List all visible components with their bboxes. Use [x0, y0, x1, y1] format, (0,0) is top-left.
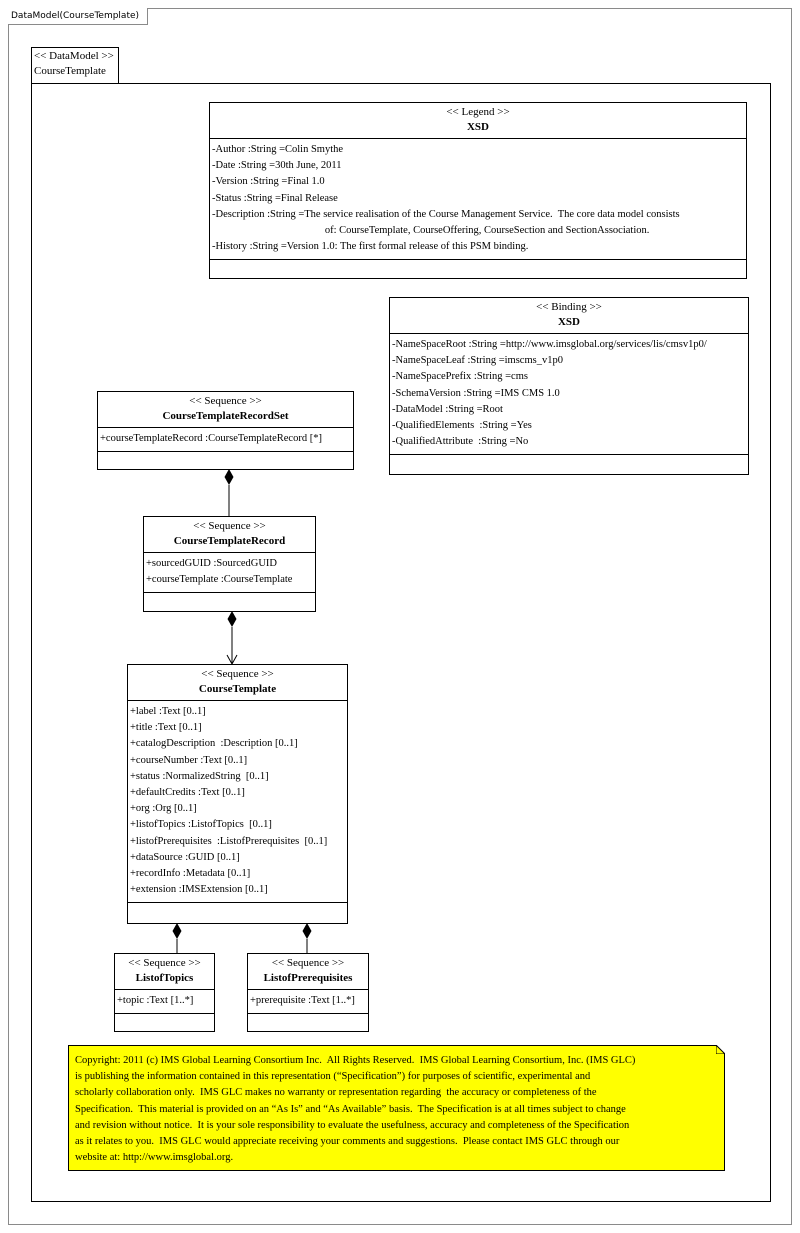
- class-name: CourseTemplate: [198, 683, 277, 695]
- attribute: +courseTemplate :CourseTemplate: [146, 574, 293, 586]
- attribute: -QualifiedAttribute :String =No: [392, 436, 529, 448]
- class-name: ListofTopics: [135, 972, 194, 984]
- attribute: +defaultCredits :Text [0..1]: [130, 787, 245, 799]
- class-header: << Binding >> XSD: [390, 298, 748, 334]
- note-line: as it relates to you. IMS GLC would appr…: [75, 1136, 620, 1148]
- note-line: is publishing the information contained …: [75, 1071, 591, 1083]
- class-header: << Sequence >> ListofPrerequisites: [248, 954, 368, 990]
- attribute: +sourcedGUID :SourcedGUID: [146, 558, 278, 569]
- class-stereotype: << Sequence >>: [193, 520, 266, 532]
- coursetemplate-class-box[interactable]: << Sequence >> CourseTemplate +label :Te…: [127, 664, 348, 924]
- composition-diamond-record: [227, 611, 237, 627]
- attribute: -Author :String =Colin Smythe: [212, 144, 344, 155]
- composition-diamond-topics: [172, 923, 182, 939]
- class-stereotype: << Binding >>: [536, 301, 602, 313]
- note-line: website at: http://www.imsglobal.org.: [75, 1152, 234, 1164]
- package-name: CourseTemplate: [34, 65, 106, 77]
- listoftopics-class-box[interactable]: << Sequence >> ListofTopics +topic :Text…: [114, 953, 215, 1032]
- composition-diamond-prerequisites: [302, 923, 312, 939]
- class-stereotype: << Sequence >>: [128, 957, 201, 969]
- attribute: +dataSource :GUID [0..1]: [130, 851, 240, 863]
- class-attributes: +courseTemplateRecord :CourseTemplateRec…: [98, 428, 353, 453]
- note-fold-corner: [716, 1045, 725, 1054]
- class-operations: [98, 452, 353, 469]
- class-attributes: -Author :String =Colin Smythe -Date :Str…: [210, 139, 746, 261]
- class-name: CourseTemplateRecordSet: [162, 410, 289, 422]
- note-line: Specification. This material is provided…: [75, 1103, 626, 1115]
- class-operations: [248, 1014, 368, 1031]
- package-tab: << DataModel >> CourseTemplate: [31, 47, 119, 83]
- attribute: of: CourseTemplate, CourseOffering, Cour…: [212, 225, 650, 237]
- attribute: +catalogDescription :Description [0..1]: [130, 738, 298, 750]
- attribute: +label :Text [0..1]: [130, 706, 206, 717]
- package-body: [31, 83, 771, 1202]
- note-line: scholarly collaboration only. IMS GLC ma…: [75, 1087, 597, 1099]
- composition-diamond-recordset: [224, 469, 234, 485]
- legend-class-box[interactable]: << Legend >> XSD -Author :String =Colin …: [209, 102, 747, 279]
- attribute: -Status :String =Final Release: [212, 192, 338, 204]
- class-attributes: +label :Text [0..1] +title :Text [0..1] …: [128, 701, 347, 904]
- attribute: -History :String =Version 1.0: The first…: [212, 241, 529, 253]
- class-operations: [128, 903, 347, 923]
- attribute: +extension :IMSExtension [0..1]: [130, 884, 268, 896]
- package-stereotype: << DataModel >>: [34, 50, 114, 62]
- attribute: +title :Text [0..1]: [130, 722, 202, 734]
- attribute: +recordInfo :Metadata [0..1]: [130, 868, 251, 880]
- attribute: +courseNumber :Text [0..1]: [130, 754, 248, 766]
- attribute: +status :NormalizedString [0..1]: [130, 770, 269, 782]
- note-line: Copyright: 2011 (c) IMS Global Learning …: [75, 1055, 636, 1066]
- class-stereotype: << Legend >>: [446, 106, 510, 118]
- copyright-note: Copyright: 2011 (c) IMS Global Learning …: [68, 1045, 725, 1171]
- class-attributes: +prerequisite :Text [1..*]: [248, 990, 368, 1015]
- class-stereotype: << Sequence >>: [271, 957, 345, 969]
- attribute: -NameSpaceRoot :String =http://www.imsgl…: [392, 339, 707, 350]
- class-header: << Sequence >> CourseTemplateRecordSet: [98, 392, 353, 428]
- attribute: +topic :Text [1..*]: [117, 995, 194, 1006]
- class-header: << Legend >> XSD: [210, 103, 746, 139]
- class-operations: [390, 455, 748, 474]
- class-header: << Sequence >> CourseTemplate: [128, 665, 347, 701]
- class-stereotype: << Sequence >>: [189, 395, 262, 407]
- binding-class-box[interactable]: << Binding >> XSD -NameSpaceRoot :String…: [389, 297, 749, 475]
- class-attributes: -NameSpaceRoot :String =http://www.imsgl…: [390, 334, 748, 456]
- attribute: -NameSpaceLeaf :String =imscms_v1p0: [392, 355, 563, 367]
- class-operations: [210, 260, 746, 278]
- note-line: and revision without notice. It is your …: [75, 1119, 630, 1131]
- attribute: -Date :String =30th June, 2011: [212, 160, 342, 172]
- class-attributes: +topic :Text [1..*]: [115, 990, 214, 1015]
- attribute: -Description :String =The service realis…: [212, 208, 680, 220]
- class-stereotype: << Sequence >>: [201, 668, 274, 680]
- attribute: +listofTopics :ListofTopics [0..1]: [130, 819, 272, 831]
- attribute: +listofPrerequisites :ListofPrerequisite…: [130, 835, 328, 847]
- class-attributes: +sourcedGUID :SourcedGUID +courseTemplat…: [144, 553, 315, 594]
- attribute: -QualifiedElements :String =Yes: [392, 420, 532, 432]
- attribute: -NameSpacePrefix :String =cms: [392, 371, 528, 383]
- class-name: XSD: [466, 121, 489, 133]
- class-operations: [115, 1014, 214, 1031]
- diagram-frame-title: DataModel(CourseTemplate): [8, 8, 149, 25]
- class-header: << Sequence >> ListofTopics: [115, 954, 214, 990]
- listofprerequisites-class-box[interactable]: << Sequence >> ListofPrerequisites +prer…: [247, 953, 369, 1032]
- attribute: +org :Org [0..1]: [130, 803, 197, 815]
- class-name: ListofPrerequisites: [263, 972, 353, 984]
- class-operations: [144, 593, 315, 611]
- diagram-frame: [8, 8, 792, 1225]
- class-name: XSD: [557, 316, 580, 328]
- coursetemplaterecordset-class-box[interactable]: << Sequence >> CourseTemplateRecordSet +…: [97, 391, 354, 470]
- attribute: +prerequisite :Text [1..*]: [250, 995, 355, 1006]
- attribute: -DataModel :String =Root: [392, 403, 503, 415]
- attribute: +courseTemplateRecord :CourseTemplateRec…: [100, 433, 322, 444]
- attribute: -Version :String =Final 1.0: [212, 176, 325, 188]
- class-name: CourseTemplateRecord: [173, 535, 286, 547]
- coursetemplaterecord-class-box[interactable]: << Sequence >> CourseTemplateRecord +sou…: [143, 516, 316, 612]
- class-header: << Sequence >> CourseTemplateRecord: [144, 517, 315, 553]
- attribute: -SchemaVersion :String =IMS CMS 1.0: [392, 387, 560, 399]
